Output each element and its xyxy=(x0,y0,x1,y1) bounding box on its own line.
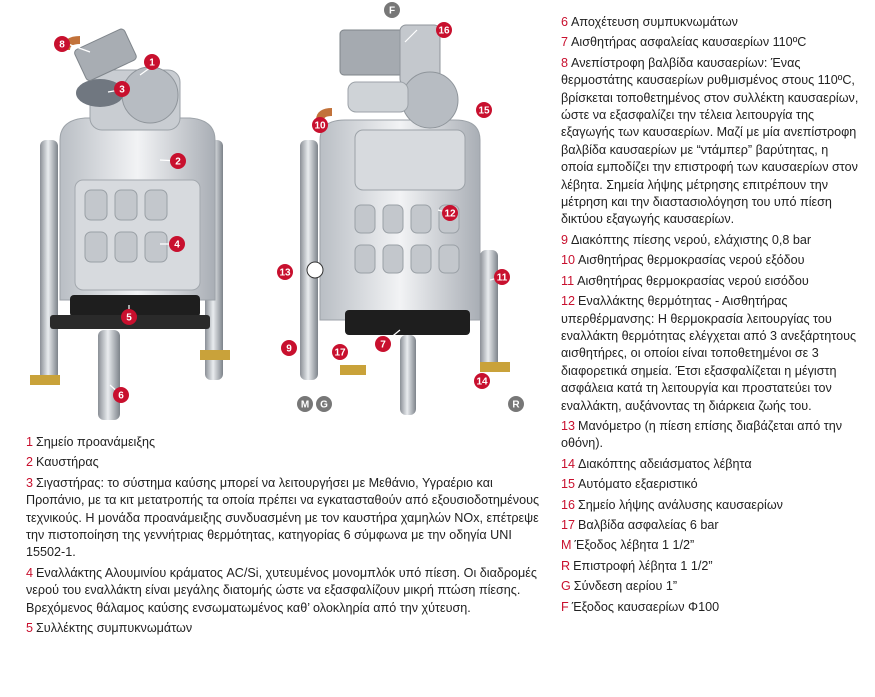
svg-text:4: 4 xyxy=(174,240,180,251)
marker-11: 11 xyxy=(494,269,510,285)
marker-3: 3 xyxy=(114,81,130,97)
left-boiler-view xyxy=(30,28,230,420)
marker-16: 16 xyxy=(436,22,452,38)
marker-R: R xyxy=(508,396,524,412)
marker-M: M xyxy=(297,396,313,412)
svg-text:7: 7 xyxy=(380,340,386,351)
svg-text:9: 9 xyxy=(286,344,292,355)
marker-15: 15 xyxy=(476,102,492,118)
right-boiler-view xyxy=(300,24,510,415)
svg-text:M: M xyxy=(301,400,309,411)
svg-text:G: G xyxy=(320,400,328,411)
svg-text:14: 14 xyxy=(476,377,488,388)
marker-9: 9 xyxy=(281,340,297,356)
marker-12: 12 xyxy=(442,205,458,221)
svg-text:6: 6 xyxy=(118,391,124,402)
svg-text:12: 12 xyxy=(444,209,456,220)
svg-text:13: 13 xyxy=(279,268,291,279)
svg-text:F: F xyxy=(389,6,395,17)
marker-7: 7 xyxy=(375,336,391,352)
marker-10: 10 xyxy=(312,117,328,133)
marker-4: 4 xyxy=(169,236,185,252)
svg-text:2: 2 xyxy=(175,157,181,168)
svg-text:11: 11 xyxy=(497,273,508,284)
svg-text:1: 1 xyxy=(149,58,155,69)
svg-text:10: 10 xyxy=(314,121,326,132)
marker-G: G xyxy=(316,396,332,412)
marker-1: 1 xyxy=(144,54,160,70)
marker-2: 2 xyxy=(170,153,186,169)
svg-text:16: 16 xyxy=(438,26,450,37)
marker-17: 17 xyxy=(332,344,348,360)
marker-F: F xyxy=(384,2,400,18)
marker-13: 13 xyxy=(277,264,293,280)
svg-text:R: R xyxy=(512,400,520,411)
svg-text:15: 15 xyxy=(478,106,490,117)
svg-text:3: 3 xyxy=(119,85,125,96)
marker-5: 5 xyxy=(121,309,137,325)
marker-8: 8 xyxy=(54,36,70,52)
marker-14: 14 xyxy=(474,373,490,389)
svg-text:8: 8 xyxy=(59,40,65,51)
svg-text:17: 17 xyxy=(334,348,346,359)
boiler-cutaway-illustration: 1 2 3 4 5 6 7 8 9 10 11 12 13 14 15 16 1… xyxy=(30,2,524,420)
marker-6: 6 xyxy=(113,387,129,403)
svg-text:5: 5 xyxy=(126,313,132,324)
